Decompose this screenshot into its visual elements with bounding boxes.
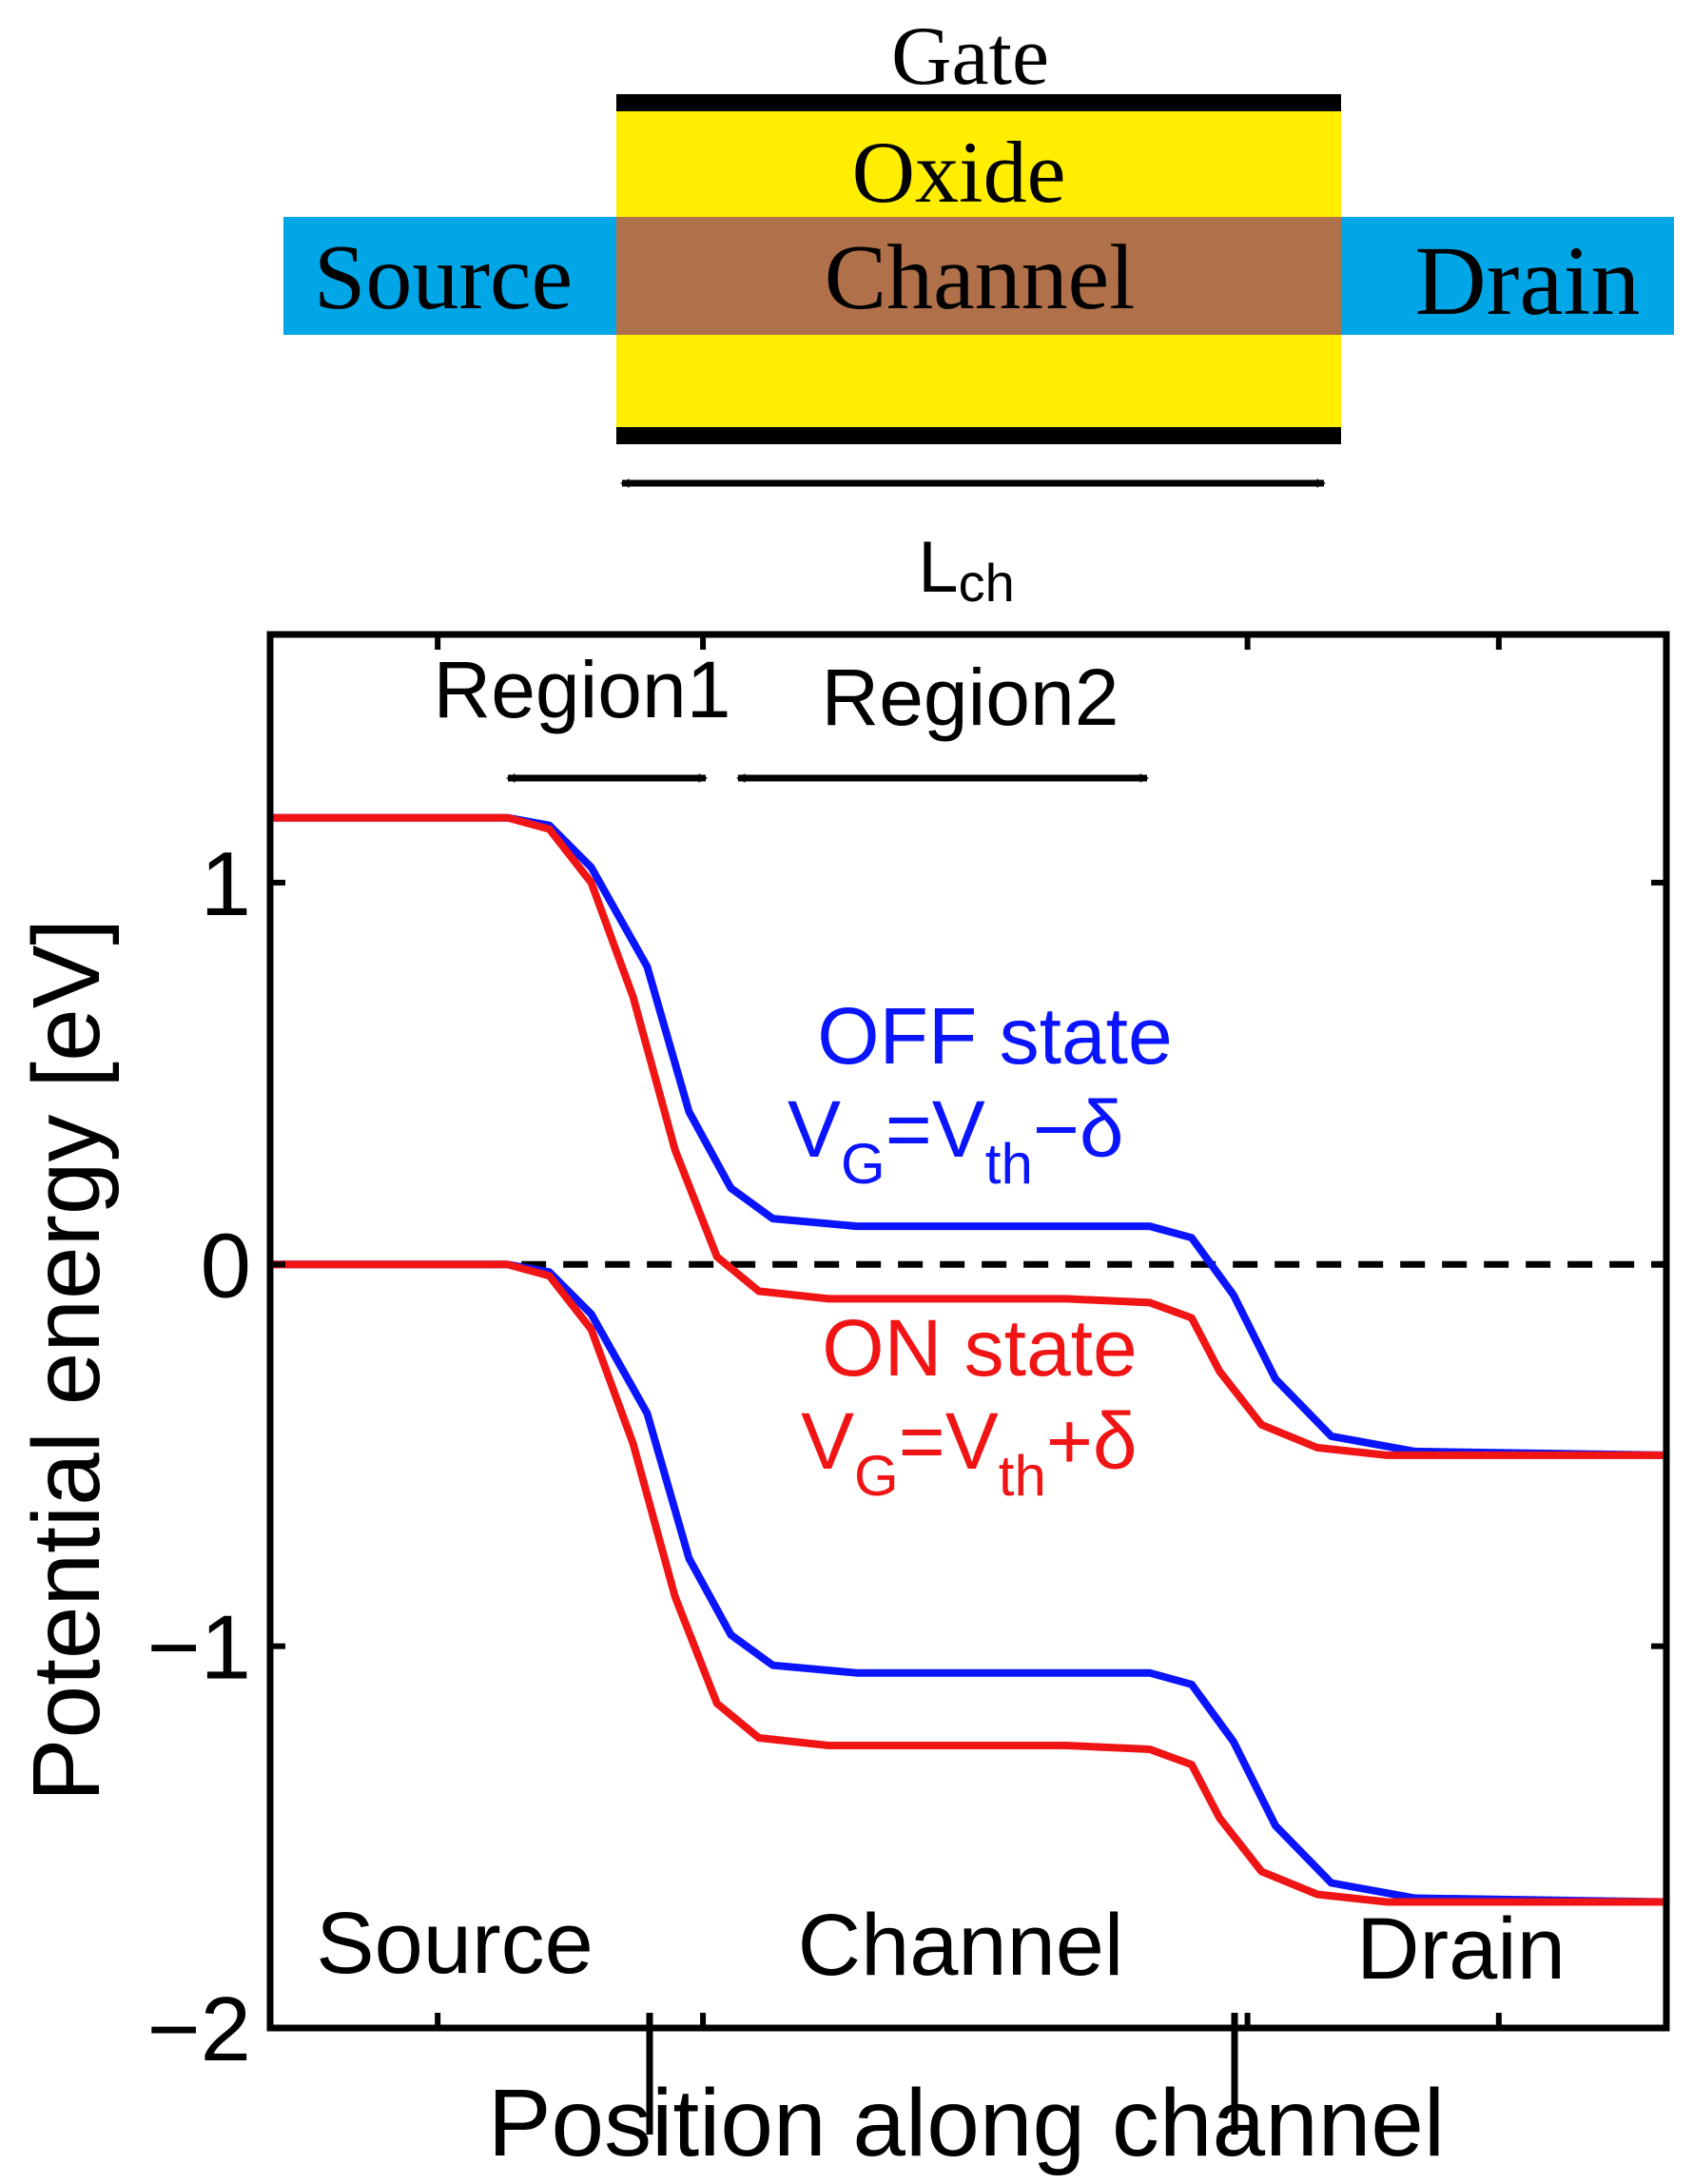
series-on-valence: [270, 1260, 1666, 1906]
chart: −2 −1 0 1 Region1 Region2 Source Channel Dr…: [13, 631, 1670, 2176]
channel-label: Channel: [825, 226, 1136, 329]
source-label: Source: [314, 226, 573, 329]
bottom-oxide: [616, 335, 1341, 430]
region2-label: Region2: [822, 653, 1119, 742]
top-gate: [616, 94, 1341, 111]
series-off-conduction: [270, 813, 1667, 1459]
drain-contact: [1339, 217, 1674, 335]
y-tick-label: 1: [201, 833, 251, 935]
y-axis-label: Potential energy [eV]: [13, 919, 120, 1802]
off-eq: =V: [885, 1084, 985, 1174]
on-state-label: ON state: [822, 1303, 1137, 1393]
x-ticks: [435, 634, 1502, 2028]
drain-label: Drain: [1415, 226, 1641, 336]
zone-label-source: Source: [316, 1895, 594, 1992]
off-th-sub: th: [985, 1132, 1033, 1196]
top-oxide: [616, 103, 1341, 217]
on-state-bias: VG=Vth+δ: [801, 1396, 1138, 1508]
y-tick-label: −1: [147, 1597, 251, 1699]
length-symbol: L: [918, 527, 958, 608]
off-state-annotation: OFF state VG=Vth−δ: [788, 991, 1173, 1196]
off-v: V: [788, 1084, 841, 1174]
y-ticks: −2 −1 0 1: [147, 833, 1666, 2080]
region1-label: Region1: [434, 645, 731, 734]
on-g-sub: G: [854, 1444, 899, 1508]
zone-label-channel: Channel: [798, 1897, 1124, 1994]
bottom-gate: [616, 427, 1341, 444]
channel-layer: [616, 217, 1341, 335]
off-state-bias: VG=Vth−δ: [788, 1084, 1124, 1196]
series-off-valence: [270, 1260, 1667, 1906]
y-tick-label: 0: [201, 1215, 251, 1316]
on-v: V: [801, 1396, 854, 1486]
off-g-sub: G: [841, 1132, 885, 1196]
off-state-label: OFF state: [817, 991, 1172, 1081]
off-tail: −δ: [1033, 1084, 1124, 1174]
source-contact: [283, 217, 618, 335]
series-on-conduction: [270, 813, 1666, 1459]
on-tail: +δ: [1046, 1396, 1138, 1486]
plot-frame: [266, 631, 1670, 2032]
x-axis-label: Position along channel: [488, 2070, 1445, 2176]
length-subscript: ch: [959, 553, 1015, 613]
on-eq: =V: [899, 1396, 999, 1486]
zone-label-drain: Drain: [1356, 1901, 1566, 1998]
series-layer: [270, 813, 1667, 1906]
on-state-annotation: ON state VG=Vth+δ: [801, 1303, 1138, 1508]
on-th-sub: th: [999, 1444, 1046, 1508]
device-schematic: Gate Oxide Channel Source Drain Lch: [283, 10, 1674, 613]
channel-length-label: Lch: [918, 527, 1014, 613]
oxide-label: Oxide: [852, 124, 1066, 221]
gate-label: Gate: [891, 10, 1049, 103]
y-tick-label: −2: [147, 1979, 251, 2080]
